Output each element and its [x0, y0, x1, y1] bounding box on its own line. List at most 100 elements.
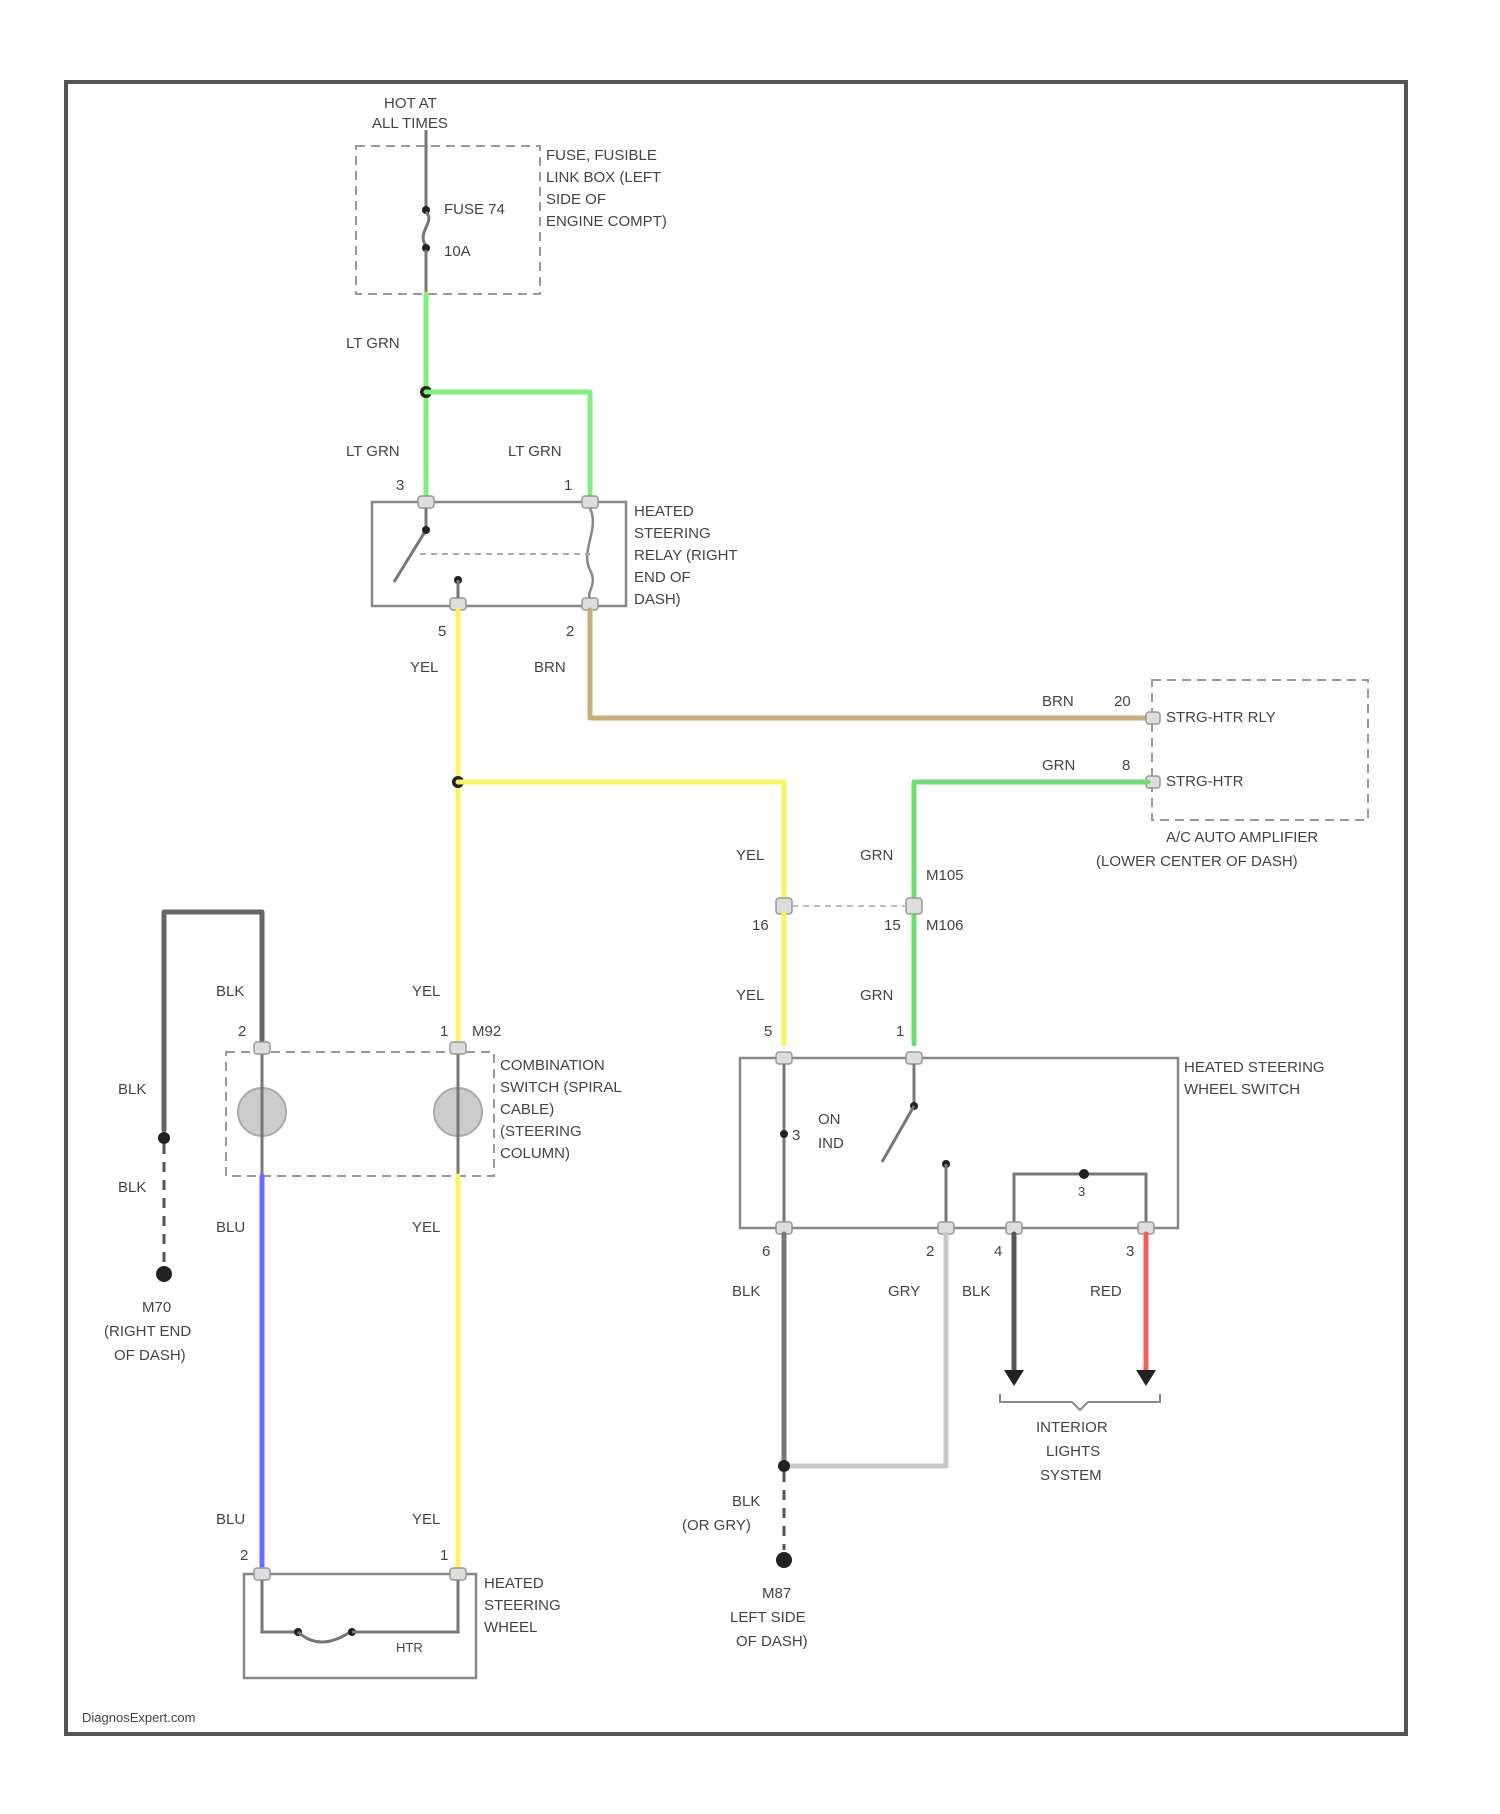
- hsw-pin-2: 2: [926, 1243, 934, 1260]
- relay-term-1: [582, 496, 598, 508]
- combo-pin-1: 1: [440, 1023, 448, 1040]
- amplifier-pin-b-no: 8: [1122, 757, 1130, 774]
- combo-term-1: [450, 1042, 466, 1054]
- combo-title-1: COMBINATION: [500, 1057, 605, 1074]
- wheel-term-1: [450, 1568, 466, 1580]
- connector-pin-grn: 15: [884, 917, 901, 934]
- wire-label-brn-1: BRN: [534, 659, 566, 676]
- ground-left-name: M70: [142, 1299, 171, 1316]
- connector-pin-yel: 16: [752, 917, 769, 934]
- wheel-element-wire: [262, 1580, 296, 1632]
- ground-right-name: M87: [762, 1585, 791, 1602]
- arrow-red-interior: [1136, 1370, 1156, 1386]
- wheel-pin-2: 2: [240, 1547, 248, 1564]
- relay-pin-1: 1: [564, 477, 572, 494]
- wire-gry: [784, 1234, 946, 1466]
- watermark: DiagnosExpert.com: [82, 1710, 195, 1725]
- power-label-2: ALL TIMES: [372, 115, 448, 132]
- amplifier-term-a: [1146, 712, 1160, 724]
- fuse-element: [423, 212, 429, 246]
- wire-label-yel-2: YEL: [736, 847, 764, 864]
- ground-left-symbol: [156, 1266, 172, 1282]
- wire-label-yel-5: YEL: [412, 1219, 440, 1236]
- wire-label-red: RED: [1090, 1283, 1122, 1300]
- hsw-lamp: [1079, 1169, 1089, 1179]
- fuse-rating: 10A: [444, 243, 471, 260]
- arrow-blk-interior: [1004, 1370, 1024, 1386]
- interior-title-3: SYSTEM: [1040, 1467, 1102, 1484]
- wheel-element-label: HTR: [396, 1640, 423, 1655]
- hsw-pin-1: 1: [896, 1023, 904, 1040]
- hsw-contact-arm: [882, 1106, 914, 1162]
- hsw-lamp-pin: 3: [1078, 1184, 1085, 1199]
- wheel-element-return: [352, 1580, 458, 1632]
- relay-title-3: RELAY (RIGHT: [634, 547, 738, 564]
- wire-label-lt-grn-2: LT GRN: [346, 443, 400, 460]
- amplifier-title-2: (LOWER CENTER OF DASH): [1096, 853, 1298, 870]
- wire-label-grn-1: GRN: [1042, 757, 1075, 774]
- wire-label-blu-1: BLU: [216, 1219, 245, 1236]
- combo-title-2: SWITCH (SPIRAL: [500, 1079, 622, 1096]
- relay-title-2: STEERING: [634, 525, 711, 542]
- hsw-pin-4: 4: [994, 1243, 1002, 1260]
- connector-conn-1: M105: [926, 867, 964, 884]
- combo-title-3: CABLE): [500, 1101, 554, 1118]
- wire-label-grn-2: GRN: [860, 847, 893, 864]
- relay-title-1: HEATED: [634, 503, 694, 520]
- hsw-term-5: [776, 1052, 792, 1064]
- relay-pin-2: 2: [566, 623, 574, 640]
- wheel-title-1: HEATED: [484, 1575, 544, 1592]
- hsw-pin-3: 3: [1126, 1243, 1134, 1260]
- wire-label-blk-4: BLK: [216, 983, 244, 1000]
- interior-title-1: INTERIOR: [1036, 1419, 1108, 1436]
- hsw-title-1: HEATED STEERING: [1184, 1059, 1325, 1076]
- relay-title-4: END OF: [634, 569, 691, 586]
- amplifier-title-1: A/C AUTO AMPLIFIER: [1166, 829, 1318, 846]
- wheel-title-3: WHEEL: [484, 1619, 537, 1636]
- fuse-name: FUSE 74: [444, 201, 505, 218]
- combo-term-2: [254, 1042, 270, 1054]
- diagram-frame: [66, 82, 1406, 1734]
- wire-label-yel-6: YEL: [412, 1511, 440, 1528]
- wire-label-blk-6: BLK: [118, 1179, 146, 1196]
- fuse-box-title-2: LINK BOX (LEFT: [546, 169, 661, 186]
- hsw-term-1: [906, 1052, 922, 1064]
- fuse-box: [356, 146, 540, 294]
- amplifier-pin-b: STRG-HTR: [1166, 773, 1244, 790]
- ground-left-loc-2: OF DASH): [114, 1347, 186, 1364]
- fuse-box-title-1: FUSE, FUSIBLE: [546, 147, 657, 164]
- connector-grn: [906, 898, 922, 914]
- wire-grn: [914, 782, 1148, 1044]
- interior-brace: [1000, 1394, 1160, 1410]
- wheel-title-2: STEERING: [484, 1597, 561, 1614]
- wire-label-lt-grn-1: LT GRN: [346, 335, 400, 352]
- combo-conn: M92: [472, 1023, 501, 1040]
- wheel-box: [244, 1574, 476, 1678]
- fuse-box-title-3: SIDE OF: [546, 191, 606, 208]
- connector-conn-2: M106: [926, 917, 964, 934]
- wire-label-blk-5: BLK: [118, 1081, 146, 1098]
- wire-label-yel-1: YEL: [410, 659, 438, 676]
- relay-pin-3: 3: [396, 477, 404, 494]
- wheel-pin-1: 1: [440, 1547, 448, 1564]
- relay-term-3: [418, 496, 434, 508]
- interior-title-2: LIGHTS: [1046, 1443, 1100, 1460]
- ground-right-symbol: [776, 1552, 792, 1568]
- fuse-box-title-4: ENGINE COMPT): [546, 213, 667, 230]
- wire-label-yel-3: YEL: [736, 987, 764, 1004]
- wire-label-lt-grn-3: LT GRN: [508, 443, 562, 460]
- wire-yel-branch: [458, 782, 784, 900]
- hsw-pin-5: 5: [764, 1023, 772, 1040]
- wire-label-grn-3: GRN: [860, 987, 893, 1004]
- hsw-ind-label: IND: [818, 1135, 844, 1152]
- ground-right-loc-2: OF DASH): [736, 1633, 808, 1650]
- wire-label-gry: GRY: [888, 1283, 920, 1300]
- amplifier-pin-a: STRG-HTR RLY: [1166, 709, 1276, 726]
- wheel-heating-element: [298, 1632, 350, 1642]
- hsw-box: [740, 1058, 1178, 1228]
- wire-label-blu-2: BLU: [216, 1511, 245, 1528]
- power-label-1: HOT AT: [384, 95, 437, 112]
- relay-title-5: DASH): [634, 591, 681, 608]
- relay-pin-5: 5: [438, 623, 446, 640]
